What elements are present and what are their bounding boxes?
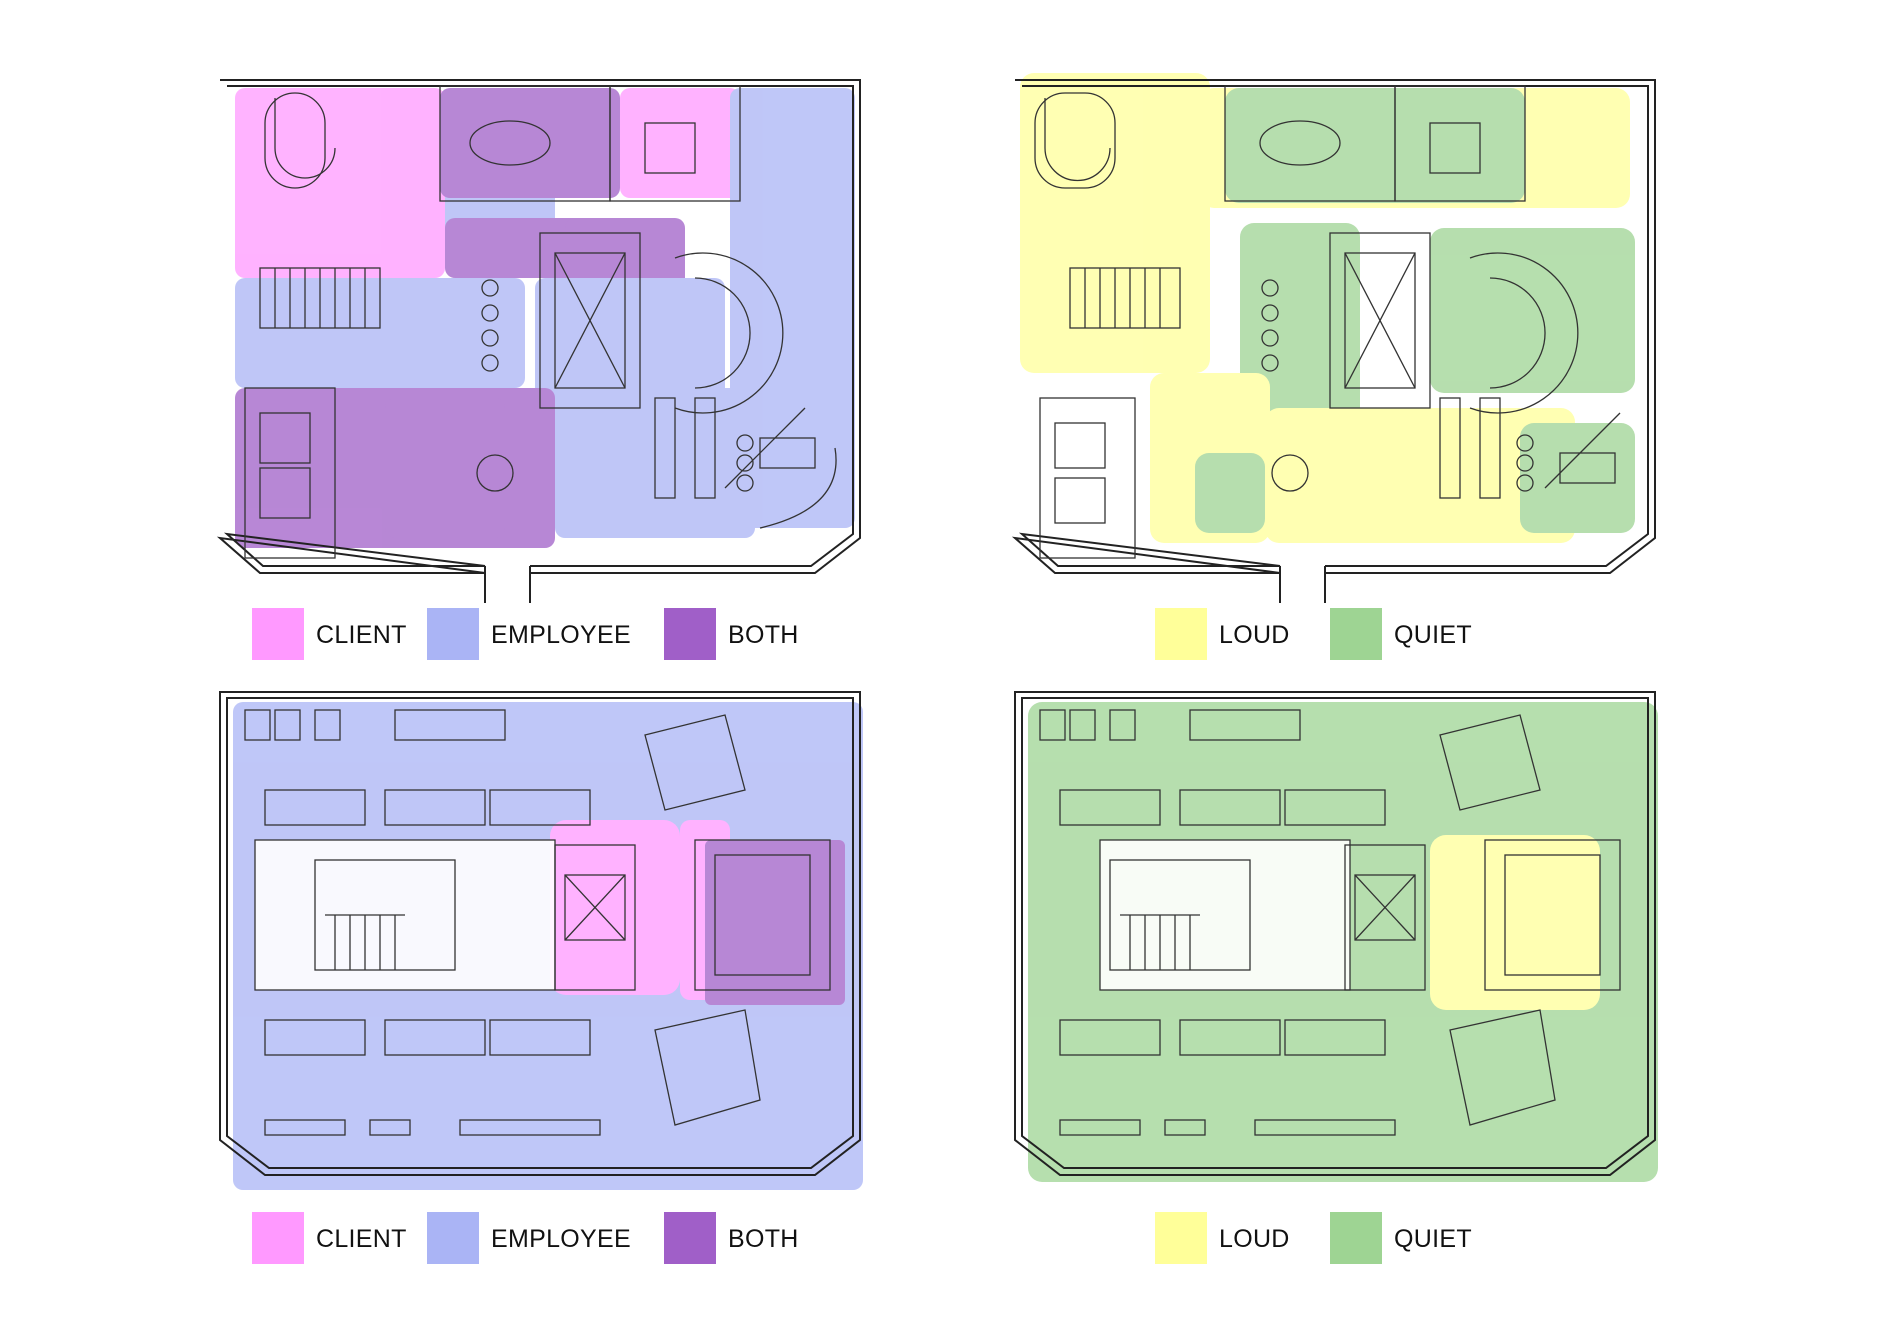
usage-zones: [233, 702, 863, 1190]
walls: [219, 691, 861, 1176]
upper-floor-noise-drawing: [1014, 691, 1658, 1182]
loud-zone: [1020, 73, 1210, 373]
client-swatch: [252, 1212, 304, 1264]
loud-swatch: [1155, 608, 1207, 660]
both-swatch: [664, 608, 716, 660]
client-swatch: [252, 608, 304, 660]
legend-label-client: CLIENT: [316, 1225, 407, 1253]
noise-zones: [1028, 702, 1658, 1182]
legend-label-loud: LOUD: [1219, 621, 1290, 649]
upper-floor-usage-drawing: [219, 691, 863, 1190]
walls: [1014, 691, 1656, 1176]
quiet-swatch: [1330, 608, 1382, 660]
quiet-zone: [1430, 228, 1635, 393]
quiet-zone: [1225, 88, 1525, 203]
employee-zone: [235, 278, 525, 388]
legend-label-loud: LOUD: [1219, 1225, 1290, 1253]
both-swatch: [664, 1212, 716, 1264]
upper-floor-usage-plan: [205, 680, 875, 1200]
client-zone: [235, 88, 445, 278]
upper-usage-legend: CLIENT EMPLOYEE BOTH: [252, 1212, 812, 1266]
legend-label-employee: EMPLOYEE: [491, 621, 631, 649]
noise-zones: [1020, 73, 1635, 543]
ground-usage-legend: CLIENT EMPLOYEE BOTH: [252, 608, 812, 662]
loud-zone: [1430, 835, 1600, 1010]
client-zone: [620, 88, 740, 198]
usage-zones: [235, 88, 855, 548]
legend-label-both: BOTH: [728, 1225, 799, 1253]
quiet-zone: [1520, 423, 1635, 533]
upper-floor-noise-plan: [1000, 680, 1670, 1200]
client-zone: [550, 820, 680, 995]
ground-floor-noise-drawing: [1011, 73, 1656, 603]
employee-swatch: [427, 608, 479, 660]
employee-zone: [730, 88, 855, 528]
legend-label-quiet: QUIET: [1394, 1225, 1472, 1253]
ground-floor-usage-drawing: [216, 79, 861, 603]
loud-zone: [1265, 408, 1575, 543]
both-zone: [705, 840, 845, 1005]
legend-label-both: BOTH: [728, 621, 799, 649]
both-zone: [440, 88, 620, 198]
interior-lines: [1034, 85, 1621, 559]
interior-lines: [244, 85, 837, 559]
quiet-swatch: [1330, 1212, 1382, 1264]
employee-swatch: [427, 1212, 479, 1264]
ground-floor-usage-plan: [205, 68, 875, 608]
legend-label-employee: EMPLOYEE: [491, 1225, 631, 1253]
ground-noise-legend: LOUD QUIET: [1155, 608, 1495, 662]
ground-floor-noise-plan: [1000, 68, 1670, 608]
legend-label-client: CLIENT: [316, 621, 407, 649]
upper-noise-legend: LOUD QUIET: [1155, 1212, 1495, 1266]
loud-swatch: [1155, 1212, 1207, 1264]
interior-lines: [244, 709, 831, 1136]
legend-label-quiet: QUIET: [1394, 621, 1472, 649]
interior-lines: [1039, 709, 1621, 1136]
both-zone: [385, 398, 505, 538]
quiet-zone: [1195, 453, 1265, 533]
